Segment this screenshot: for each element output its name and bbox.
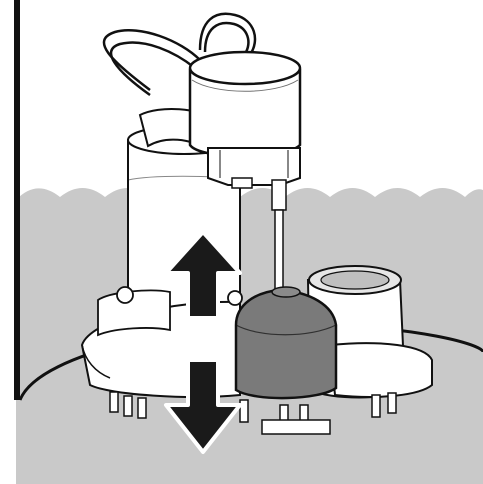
float-rod — [271, 179, 287, 299]
float-switch — [234, 286, 338, 400]
motor-housing — [188, 50, 302, 158]
switch-box — [207, 147, 301, 189]
power-cord — [102, 12, 257, 97]
double-headed-vertical-arrow-icon — [164, 230, 242, 454]
